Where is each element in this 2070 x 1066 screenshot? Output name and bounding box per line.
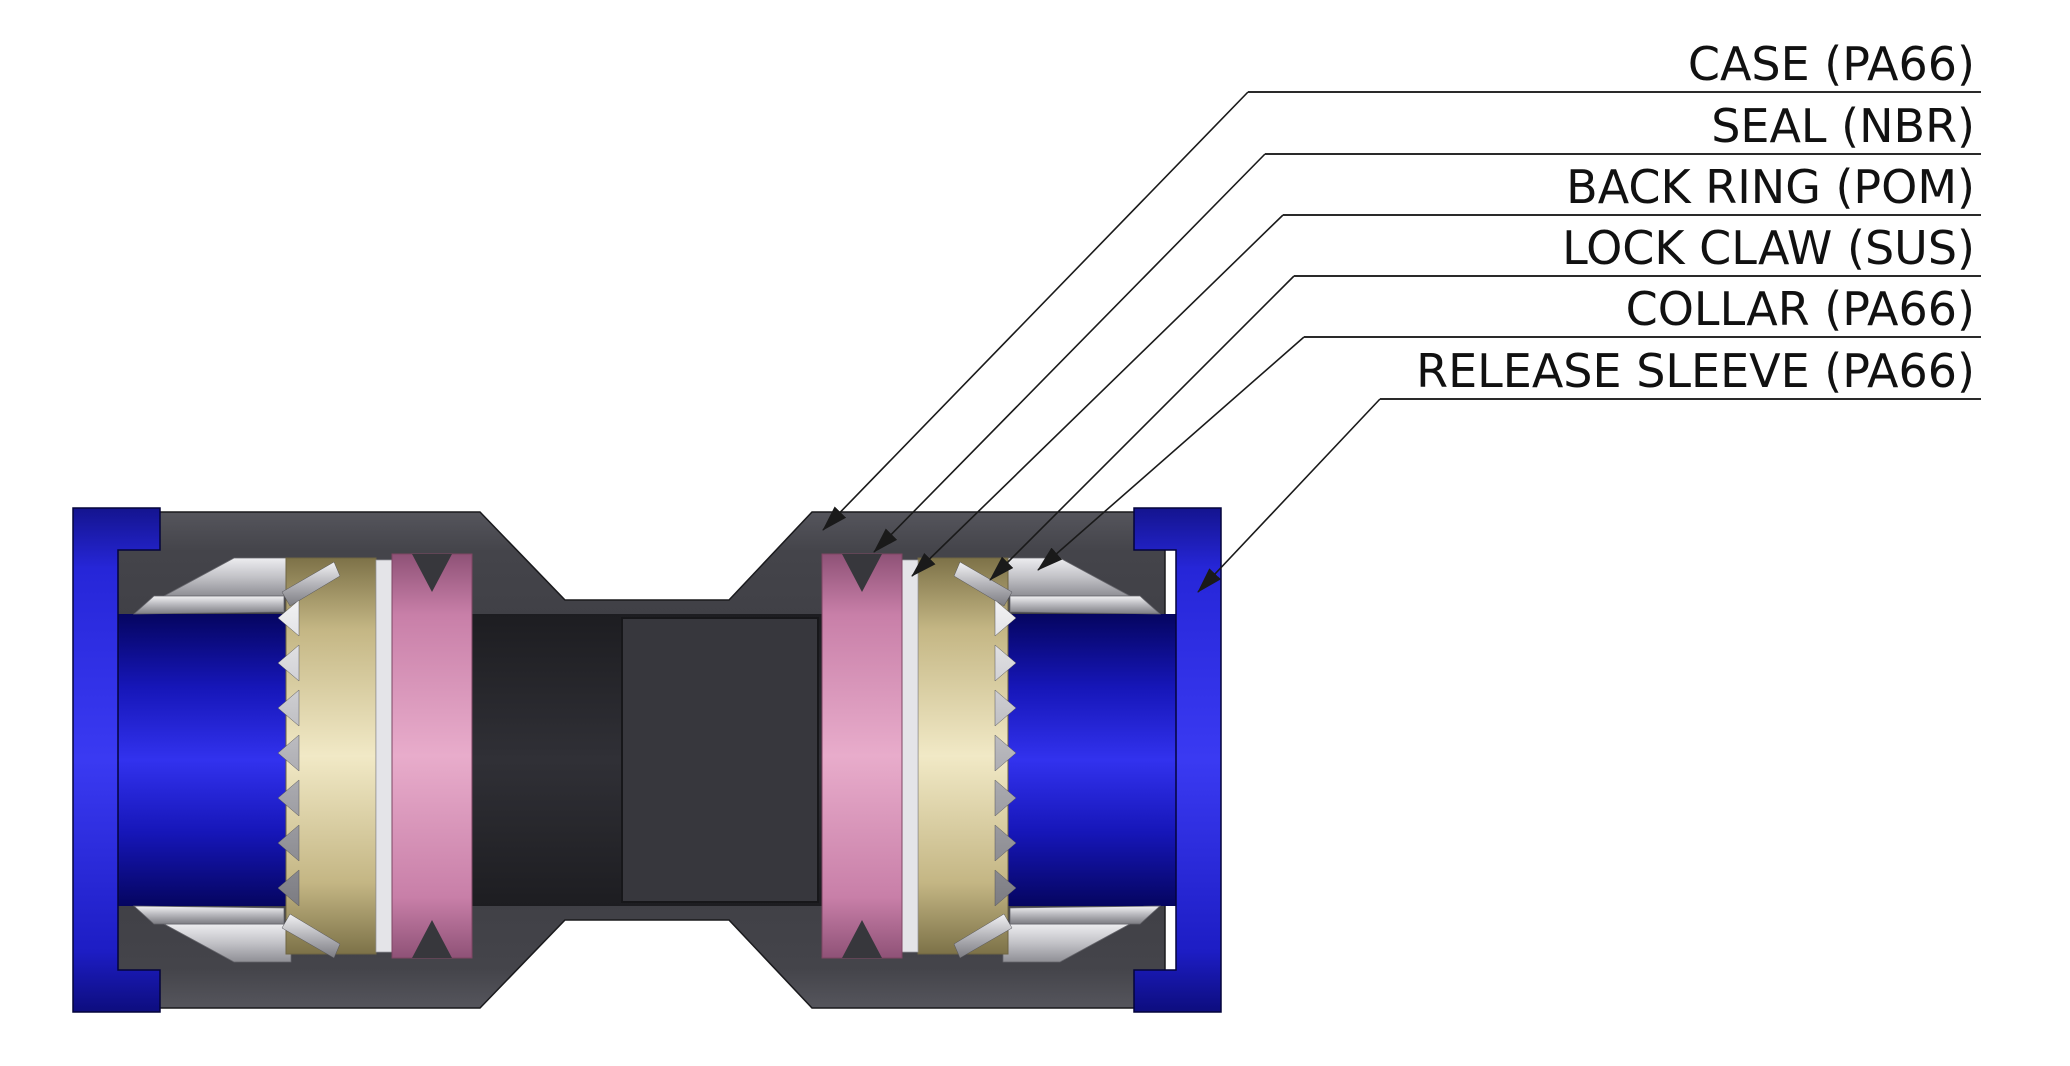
sleeve-lip-left-top [133,595,285,615]
sleeve-lip-left-bottom [133,905,285,925]
leader-line-case [822,91,1249,531]
seal-right-notch-bottom [842,920,882,958]
fitting-assembly [72,507,1222,1013]
leader-line-lock-claw [989,275,1295,581]
callout-labels: CASE (PA66) SEAL (NBR) BACK RING (POM) L… [1416,37,1975,398]
back-ring-left [375,559,393,953]
lock-claw-arm-right-bottom [953,913,1013,959]
label-lock-claw: LOCK CLAW (SUS) [1562,221,1975,275]
sleeve-lip-right-top [1009,595,1161,615]
leader-line-back-ring [911,214,1284,577]
leader-line-collar [1037,336,1305,571]
seal-left-notch-bottom [412,920,452,958]
seal-right-notch-top [842,554,882,592]
lock-claw-teeth-right [994,599,1017,907]
lock-claw-arm-left-bottom [281,913,341,959]
guide-ring-left [285,557,377,955]
label-collar: COLLAR (PA66) [1626,282,1975,336]
leader-line-release-sleeve [1197,398,1381,593]
label-release-sleeve: RELEASE SLEEVE (PA66) [1416,344,1975,398]
label-back-ring: BACK RING (POM) [1566,160,1975,214]
label-seal: SEAL (NBR) [1711,99,1975,153]
callout-leaders [822,91,1981,593]
lock-claw-arm-left-top [281,561,341,607]
tube-stop-panel [621,617,819,903]
seal-left [391,553,473,959]
seal-right [821,553,903,959]
label-case: CASE (PA66) [1688,37,1975,91]
sleeve-lip-right-bottom [1009,905,1161,925]
leader-line-seal [873,153,1266,553]
release-sleeve-flange-right [1133,507,1222,1013]
lock-claw-arm-right-top [953,561,1013,607]
lock-claw-teeth-left [277,599,300,907]
guide-ring-right [917,557,1009,955]
release-sleeve-flange-left [72,507,161,1013]
back-ring-right [901,559,919,953]
seal-left-notch-top [412,554,452,592]
